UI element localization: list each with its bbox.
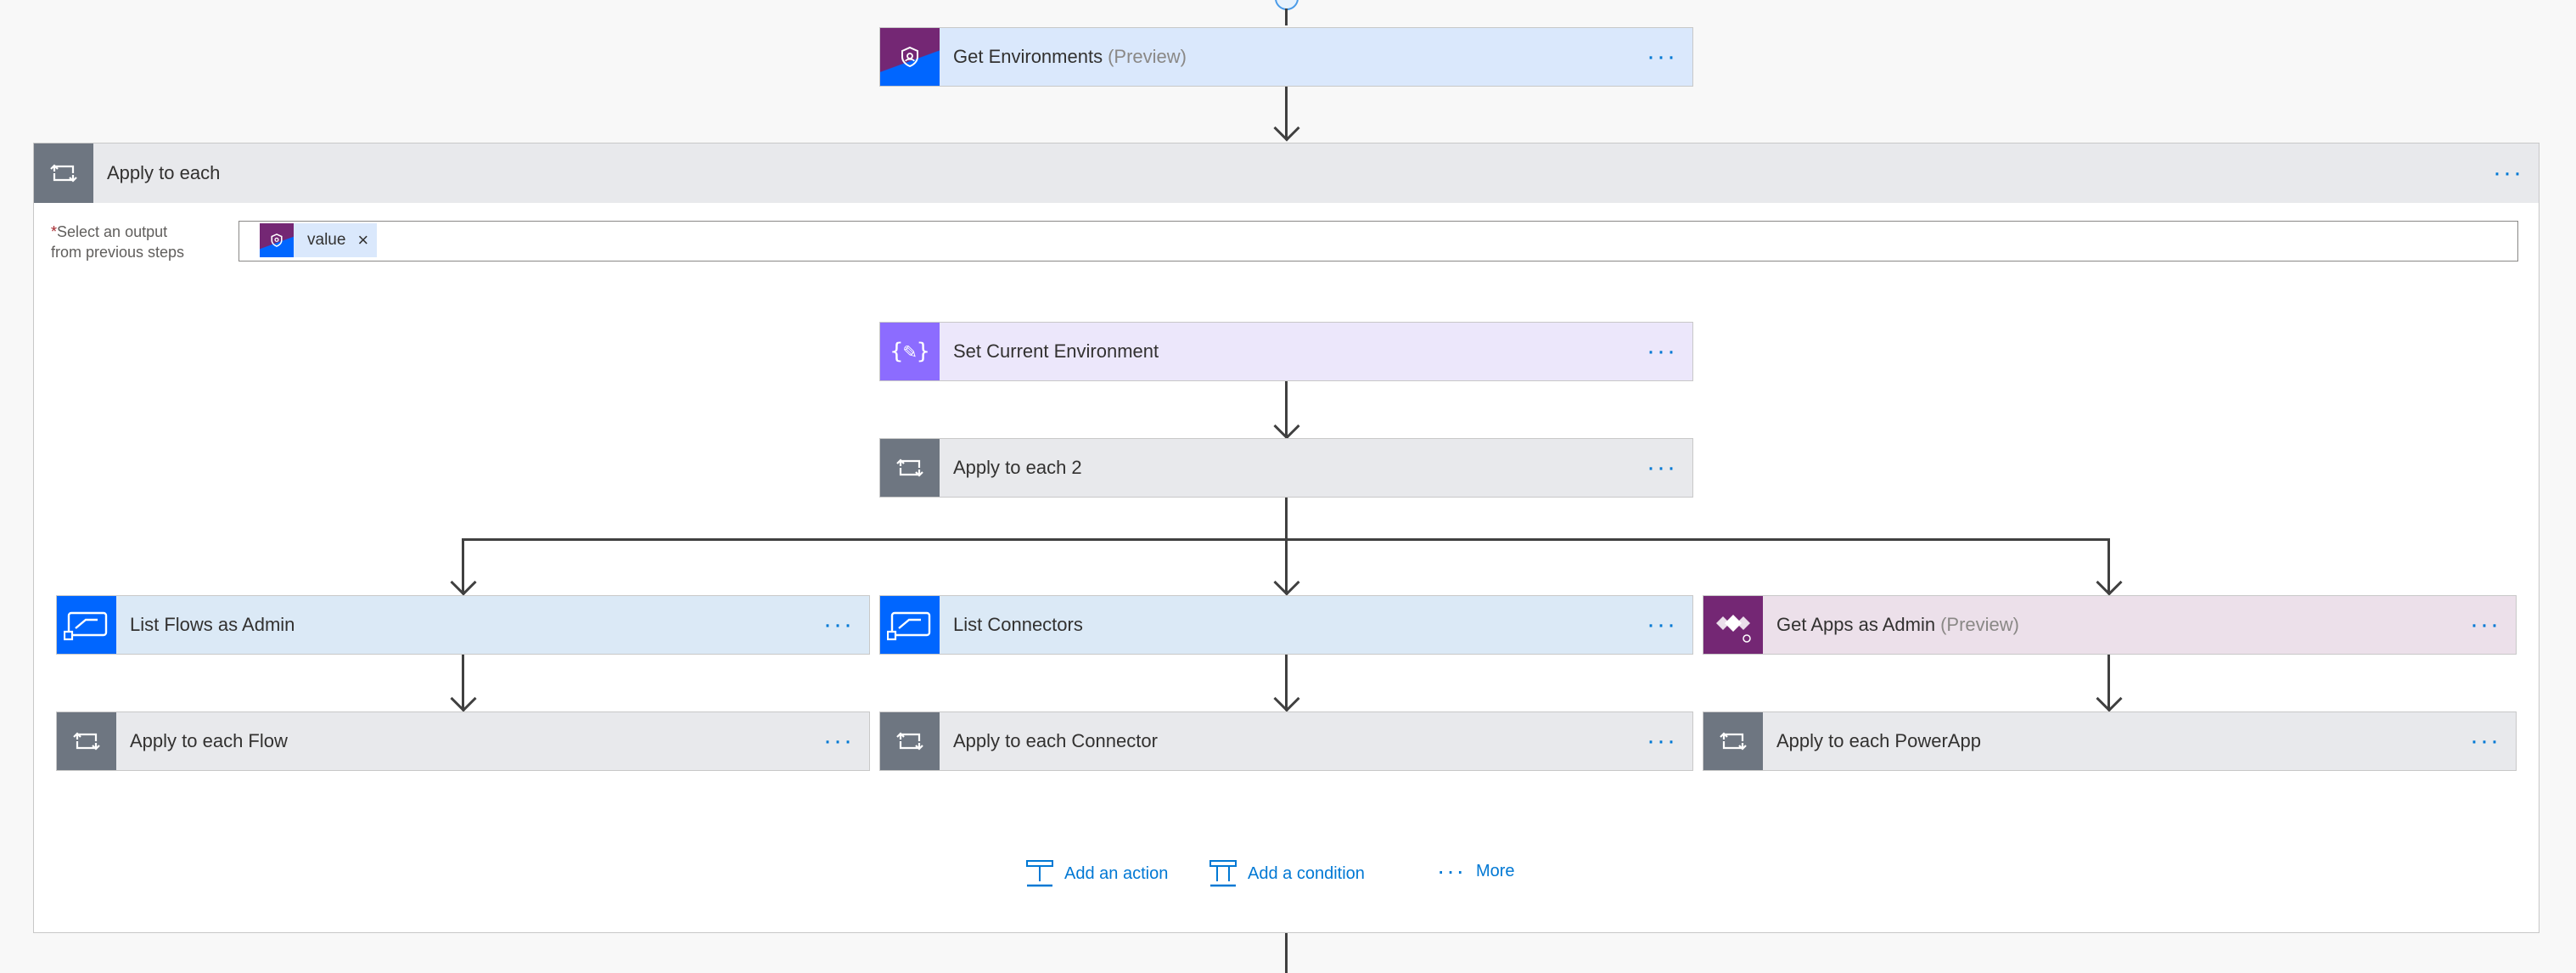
connector-line bbox=[1285, 381, 1288, 437]
card-title: Apply to each Flow bbox=[130, 730, 288, 751]
more-options-button[interactable]: ··· bbox=[2470, 727, 2500, 755]
arrow-down-icon bbox=[1273, 115, 1300, 142]
connector-line bbox=[1285, 87, 1288, 139]
connector-line bbox=[1285, 933, 1288, 973]
more-options-button[interactable]: ··· bbox=[1647, 337, 1677, 365]
get-environments-card[interactable]: Get Environments(Preview) ··· bbox=[879, 27, 1693, 87]
loop-icon bbox=[57, 712, 116, 770]
apply-to-each-flow-card[interactable]: Apply to each Flow ··· bbox=[56, 711, 870, 771]
connector-line bbox=[462, 538, 464, 594]
connector-line bbox=[462, 655, 464, 711]
powerapps-icon bbox=[1703, 596, 1763, 654]
connector-line bbox=[1285, 498, 1288, 594]
add-a-condition-button[interactable]: Add a condition bbox=[1209, 859, 1365, 888]
more-button[interactable]: ··· More bbox=[1437, 858, 1515, 884]
loop-icon bbox=[880, 439, 940, 497]
card-title: Apply to each Connector bbox=[953, 730, 1158, 751]
apply-to-each-connector-card[interactable]: Apply to each Connector ··· bbox=[879, 711, 1693, 771]
power-automate-icon bbox=[880, 596, 940, 654]
loop-icon bbox=[1703, 712, 1763, 770]
more-options-button[interactable]: ··· bbox=[2470, 610, 2500, 638]
card-title: Apply to each PowerApp bbox=[1776, 730, 1981, 751]
more-options-button[interactable]: ··· bbox=[823, 610, 854, 638]
scope-header[interactable]: Apply to each ··· bbox=[34, 143, 2539, 203]
list-connectors-card[interactable]: List Connectors ··· bbox=[879, 595, 1693, 655]
token-label: value bbox=[307, 231, 346, 249]
more-options-button[interactable]: ··· bbox=[1647, 727, 1677, 755]
get-apps-as-admin-card[interactable]: Get Apps as Admin(Preview) ··· bbox=[1703, 595, 2517, 655]
more-options-button[interactable]: ··· bbox=[1647, 42, 1677, 70]
apply-to-each-2-card[interactable]: Apply to each 2 ··· bbox=[879, 438, 1693, 498]
admin-shield-icon bbox=[880, 28, 940, 86]
variable-icon: {✎} bbox=[880, 323, 940, 380]
card-title: Apply to each 2 bbox=[953, 457, 1082, 478]
apply-to-each-powerapp-card[interactable]: Apply to each PowerApp ··· bbox=[1703, 711, 2517, 771]
card-title: List Flows as Admin bbox=[130, 614, 295, 635]
remove-token-button[interactable]: × bbox=[357, 229, 369, 250]
loop-icon bbox=[880, 712, 940, 770]
admin-shield-icon bbox=[260, 223, 294, 257]
add-condition-icon bbox=[1209, 860, 1237, 887]
more-options-button[interactable]: ··· bbox=[1647, 610, 1677, 638]
connector-line bbox=[1285, 655, 1288, 711]
more-options-button[interactable]: ··· bbox=[2493, 159, 2523, 187]
list-flows-as-admin-card[interactable]: List Flows as Admin ··· bbox=[56, 595, 870, 655]
add-action-icon bbox=[1026, 860, 1053, 887]
card-title: Get Environments(Preview) bbox=[953, 46, 1187, 67]
output-selector-input[interactable]: value × bbox=[239, 221, 2518, 262]
card-title: List Connectors bbox=[953, 614, 1083, 635]
power-automate-icon bbox=[57, 596, 116, 654]
set-current-environment-card[interactable]: {✎} Set Current Environment ··· bbox=[879, 322, 1693, 381]
more-dots-icon: ··· bbox=[1437, 858, 1466, 884]
connector-line bbox=[2107, 655, 2110, 711]
loop-icon bbox=[34, 143, 93, 203]
more-options-button[interactable]: ··· bbox=[823, 727, 854, 755]
card-title: Get Apps as Admin(Preview) bbox=[1776, 614, 2020, 635]
add-an-action-button[interactable]: Add an action bbox=[1025, 859, 1168, 888]
card-title: Set Current Environment bbox=[953, 340, 1159, 362]
scope-title: Apply to each bbox=[107, 162, 221, 183]
connector-line bbox=[1285, 8, 1288, 25]
branch-line bbox=[462, 538, 2110, 541]
output-field-label: *Select an output from previous steps bbox=[51, 223, 185, 261]
more-options-button[interactable]: ··· bbox=[1647, 453, 1677, 481]
connector-line bbox=[2107, 538, 2110, 594]
value-token[interactable]: value × bbox=[260, 223, 378, 257]
